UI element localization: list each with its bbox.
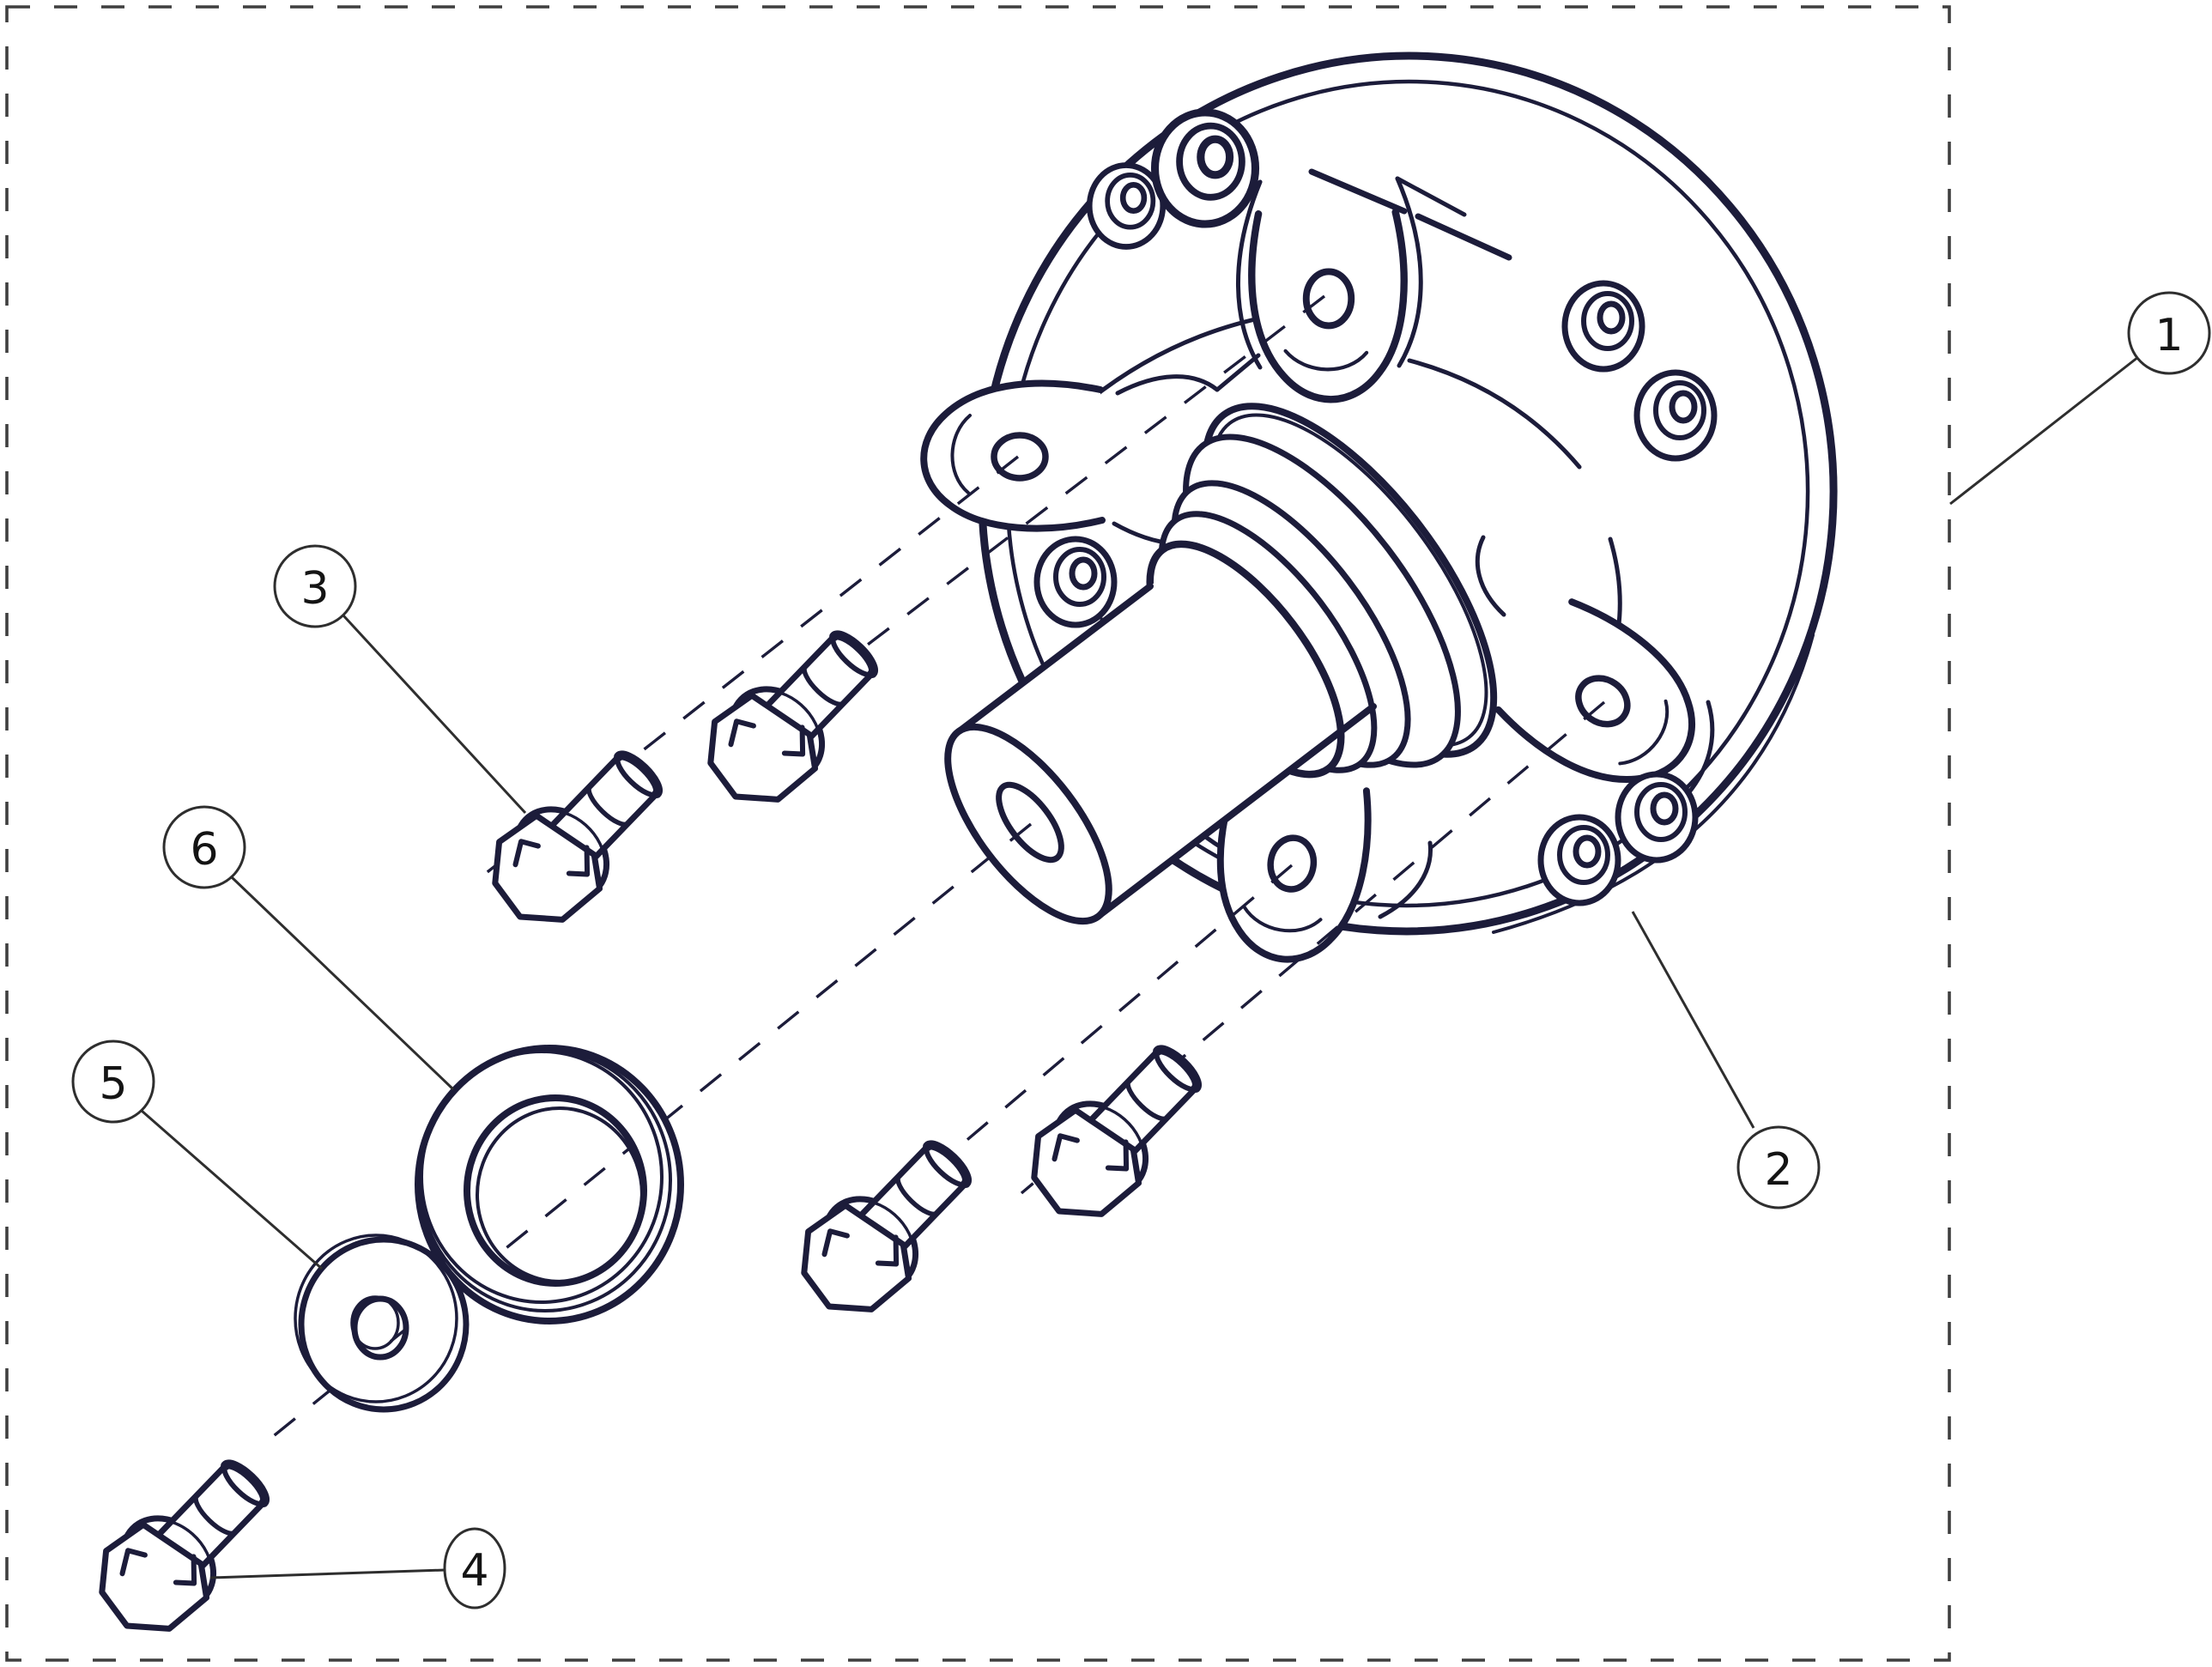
leader-3 xyxy=(342,614,527,815)
callout-5-badge: 5 xyxy=(71,1040,155,1124)
spindle-center-hole xyxy=(996,781,1064,864)
rim-thickness-edge xyxy=(1492,633,1815,934)
center-axis-line xyxy=(256,822,1033,1451)
callout-5-number: 5 xyxy=(99,1058,127,1110)
seal-ring xyxy=(415,1045,684,1325)
flange-boss xyxy=(1618,774,1695,860)
callout-4-badge: 4 xyxy=(443,1527,506,1609)
leader-5 xyxy=(141,1109,323,1270)
hub-bolt-item-3 xyxy=(472,731,682,943)
leader-2 xyxy=(1631,911,1755,1129)
callout-3-number: 3 xyxy=(300,563,329,615)
hub-bolt-item-4 xyxy=(79,1440,288,1652)
callout-3-badge: 3 xyxy=(273,544,357,628)
hub-bolt xyxy=(1011,1026,1221,1238)
flange-boss xyxy=(1541,817,1618,903)
flange-boss xyxy=(1155,112,1256,224)
washer xyxy=(294,1234,470,1413)
hub-bolt xyxy=(781,1121,991,1333)
mounting-ear-left xyxy=(924,384,1102,529)
callout-2-badge: 2 xyxy=(1736,1125,1821,1209)
flange-boss xyxy=(1565,283,1642,369)
callouts: 1 2 3 4 5 6 xyxy=(71,291,2211,1609)
flange-boss xyxy=(1637,373,1714,458)
callout-1-number: 1 xyxy=(2154,310,2183,361)
machined-marks xyxy=(1308,168,1512,261)
leader-1 xyxy=(1949,355,2139,506)
callout-2-number: 2 xyxy=(1764,1144,1792,1196)
flange-boss xyxy=(1037,539,1114,625)
leader-6 xyxy=(230,876,455,1091)
callout-6-number: 6 xyxy=(190,824,218,876)
callout-6-badge: 6 xyxy=(162,805,246,889)
axis-line xyxy=(801,864,1294,1281)
hub-bolt xyxy=(688,611,897,823)
spindle-shaft xyxy=(944,561,1377,925)
callout-4-number: 4 xyxy=(460,1545,488,1597)
callout-1-badge: 1 xyxy=(2127,291,2211,375)
leader-4 xyxy=(209,1568,445,1579)
callout-leader-lines xyxy=(141,355,2139,1579)
